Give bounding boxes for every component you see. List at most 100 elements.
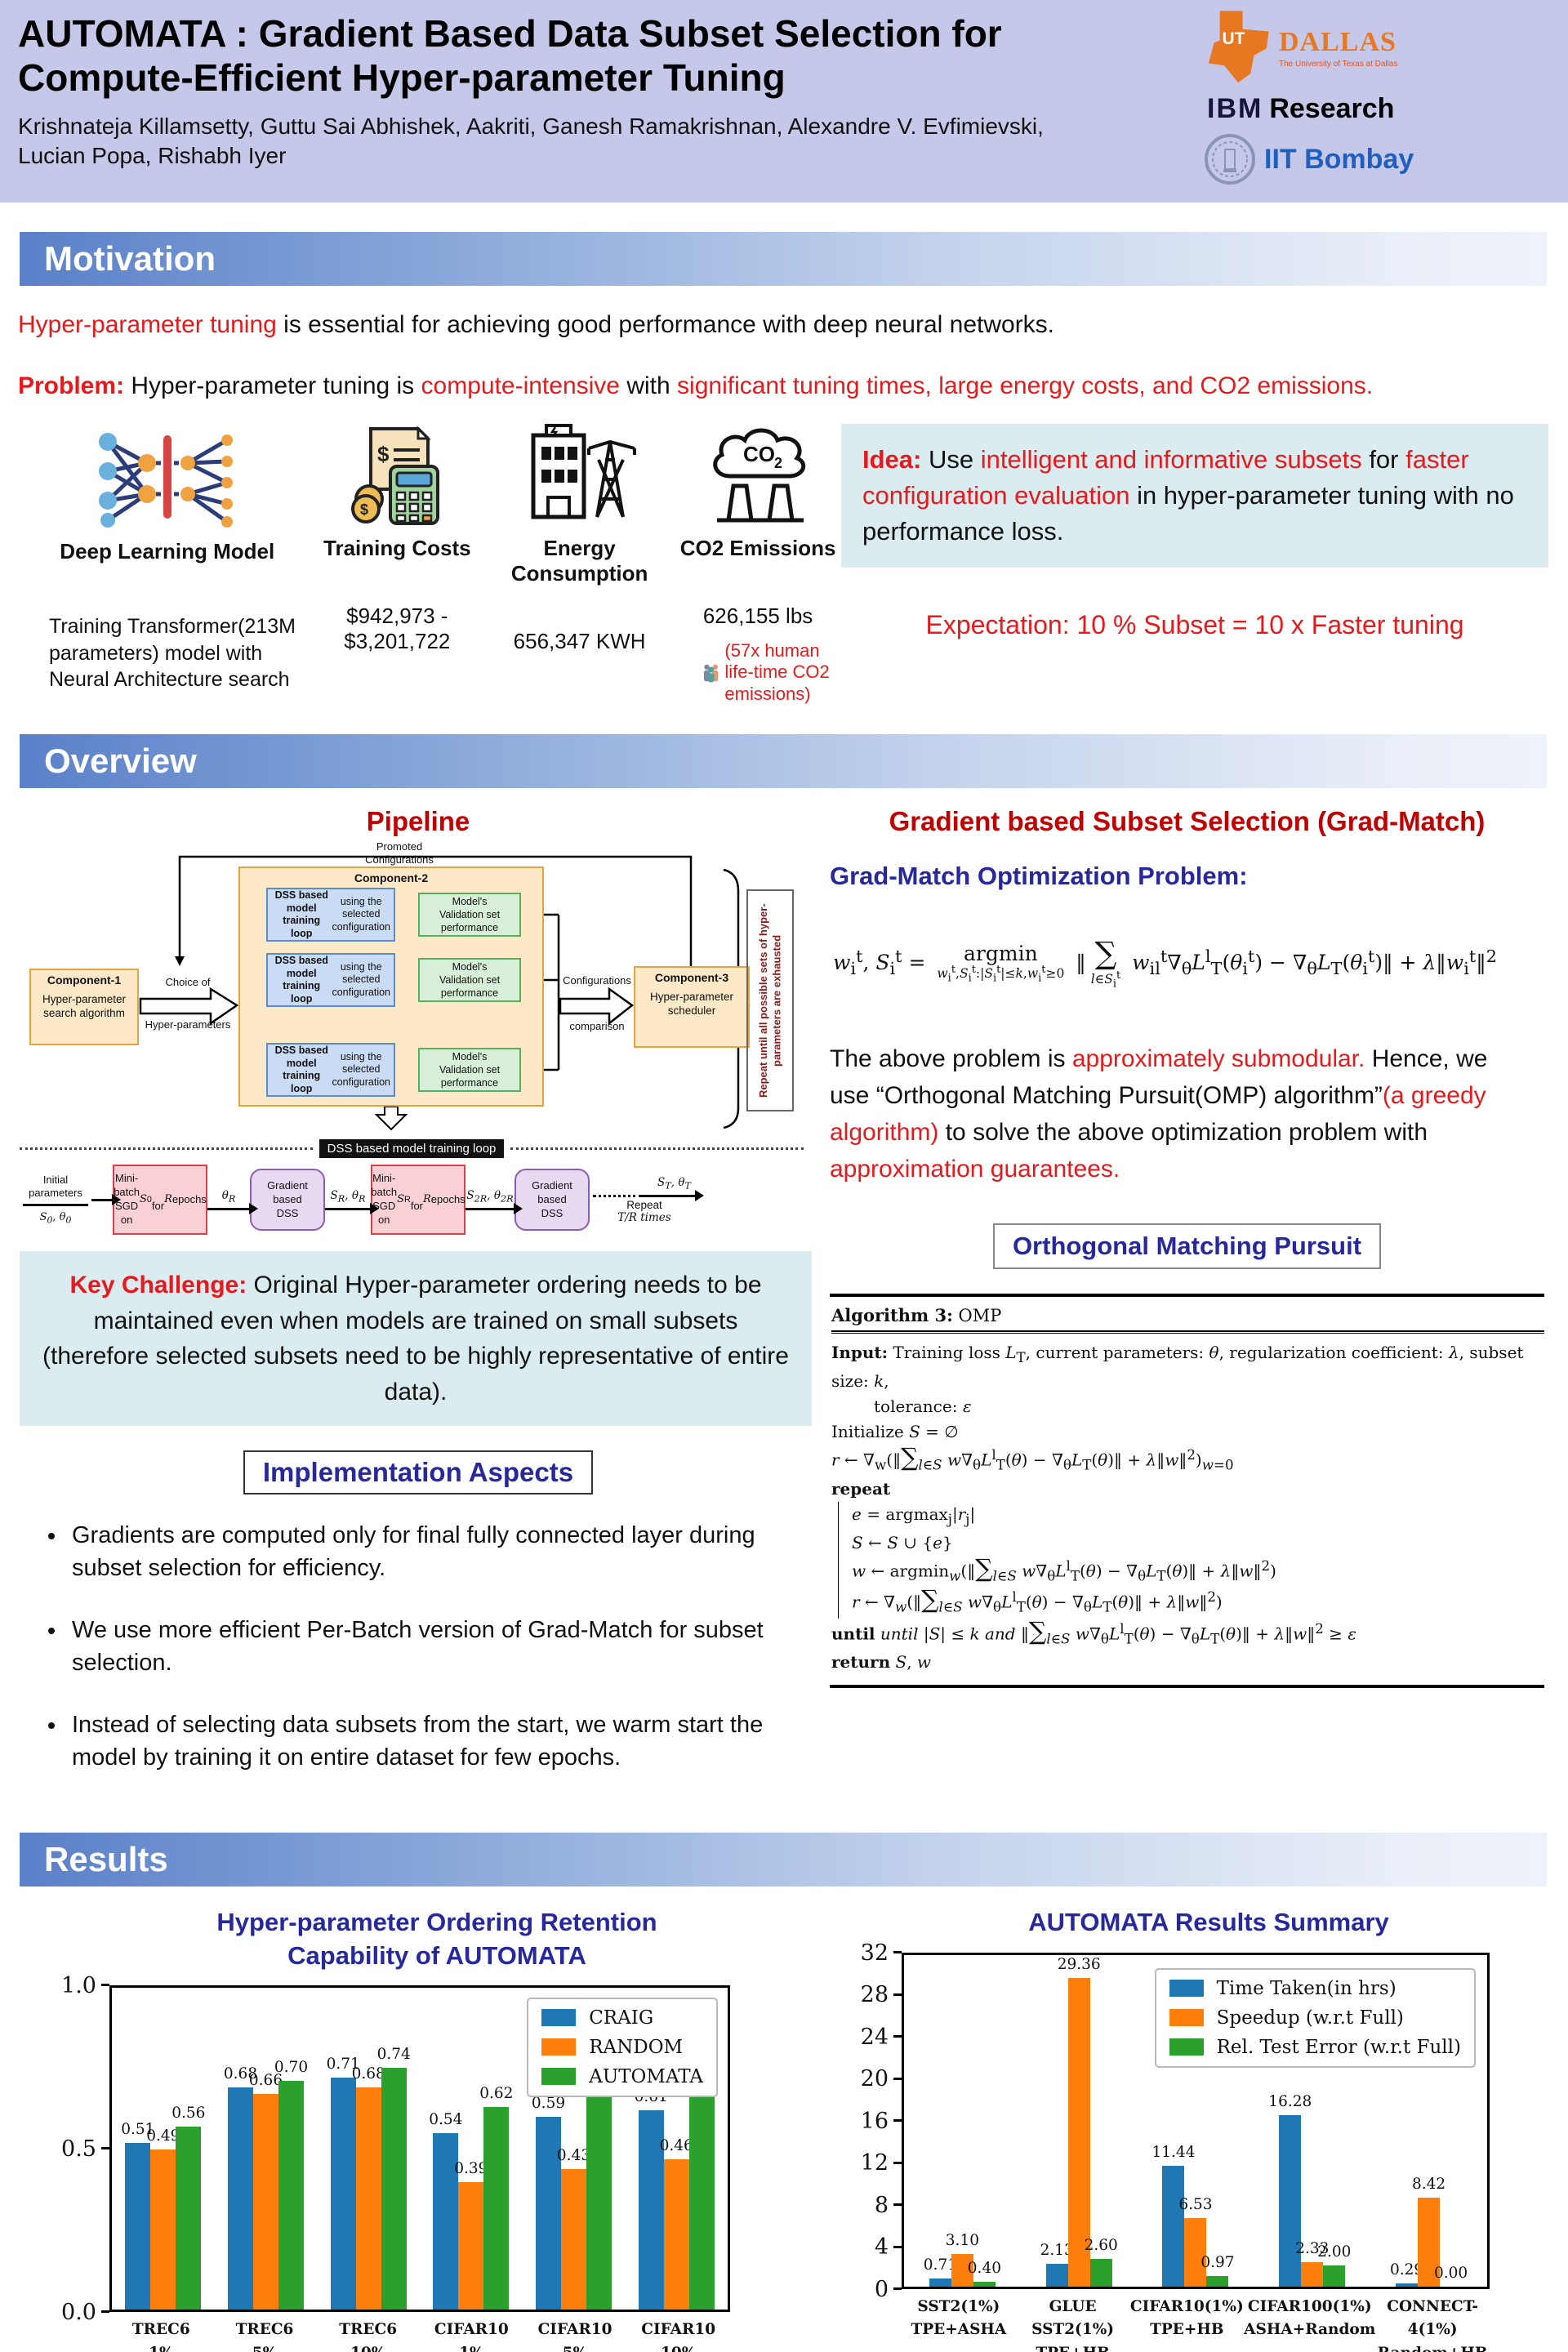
y-tick-label: 0 — [874, 2276, 889, 2302]
bar: 0.51 — [121, 2121, 154, 2310]
authors: Krishnateja Killamsetty, Guttu Sai Abhis… — [18, 112, 1568, 172]
bar: 2.00 — [1317, 2243, 1351, 2287]
bar: 16.28 — [1268, 2093, 1312, 2287]
svg-text:2: 2 — [774, 455, 782, 471]
bar-value-label: 29.36 — [1057, 1955, 1101, 1973]
text-segment: Idea: — [862, 445, 922, 474]
bar: 0.54 — [429, 2111, 462, 2310]
title-line-1: AUTOMATA : Gradient Based Data Subset Se… — [18, 12, 1002, 55]
bar: 0.70 — [274, 2059, 308, 2310]
results-banner: Results — [20, 1833, 1547, 1887]
y-tick-mark — [893, 1951, 902, 1954]
text-segment: Hyper-parameter tuning is — [124, 372, 421, 399]
bar: 2.60 — [1085, 2237, 1118, 2287]
x-category-label: TREC65% — [235, 2320, 294, 2352]
bar: 2.13 — [1040, 2242, 1074, 2287]
expectation-text: Expectation: 10 % Subset = 10 x Faster t… — [925, 610, 1464, 640]
y-tick-label: 32 — [860, 1940, 889, 1966]
repeat-arrow: ST, θT Repeat T/R times — [593, 1176, 704, 1224]
y-tick-mark — [893, 1993, 902, 1996]
text-segment: for — [1361, 445, 1406, 474]
bar: 0.97 — [1200, 2254, 1235, 2287]
legend-row: AUTOMATA — [541, 2066, 703, 2087]
legend-swatch-icon — [1169, 2009, 1204, 2027]
bar-value-label: 0.49 — [146, 2127, 180, 2145]
text-segment: significant tuning times, large energy c… — [677, 372, 1374, 399]
dss-training-box-1: DSS based model training loop using the … — [266, 888, 395, 942]
bar: 0.43 — [557, 2147, 590, 2310]
legend-swatch-icon — [541, 2068, 577, 2086]
optimization-problem-title: Grad-Match Optimization Problem: — [830, 862, 1248, 891]
x-category-label: CIFAR100(1%)ASHA+Random — [1244, 2297, 1376, 2339]
text-segment: (a greedy algorithm) — [830, 1082, 1486, 1147]
x-category-label: SST2(1%)TPE+ASHA — [911, 2297, 1007, 2339]
y-tick-mark — [893, 2161, 902, 2164]
algorithm-line: Initialize S = ∅ — [831, 1422, 959, 1442]
legend-swatch-icon — [1169, 2038, 1204, 2056]
bar: 0.74 — [377, 2046, 411, 2310]
gradmatch-title: Gradient based Subset Selection (Grad-Ma… — [889, 806, 1486, 837]
dss-training-box-2: DSS based model training loop using the … — [266, 953, 395, 1008]
bar-value-label: 0.54 — [429, 2110, 463, 2128]
bar-group: 0.590.430.68 — [523, 2065, 626, 2310]
bar-value-label: 0.00 — [1433, 2264, 1468, 2282]
bar: 0.68 — [224, 2065, 257, 2310]
text-segment: Hence, we use “Orthogonal Matching Pursu… — [830, 1045, 1488, 1110]
bar-value-label: 2.33 — [1295, 2239, 1330, 2257]
key-challenge-box: Key Challenge: Original Hyper-parameter … — [20, 1251, 812, 1427]
component-3-box: Component-3 Hyper-parameter scheduler — [634, 966, 750, 1049]
y-tick-label: 4 — [874, 2234, 889, 2261]
component-3-body: Hyper-parameter scheduler — [649, 991, 734, 1018]
omp-algorithm-lines: Input: Training loss LT, current paramet… — [831, 1340, 1544, 1675]
text-segment: Problem: — [18, 372, 125, 399]
bar: 0.71 — [924, 2256, 957, 2287]
repeat-note-box: Repeat until all possible sets of hyper-… — [746, 889, 794, 1112]
bullet-item: Instead of selecting data subsets from t… — [67, 1708, 812, 1774]
motivation-row: Deep Learning Model Training Transformer… — [0, 424, 1568, 705]
legend-label: AUTOMATA — [589, 2065, 703, 2087]
text-segment: intelligent and informative subsets — [980, 445, 1362, 474]
bar: 0.62 — [479, 2085, 513, 2310]
bar-value-label: 0.62 — [479, 2084, 514, 2102]
bar-value-label: 2.60 — [1084, 2237, 1118, 2255]
y-tick-label: 12 — [860, 2150, 889, 2176]
ibm-wordmark: IBM — [1207, 93, 1263, 124]
texas-shape-icon: UT — [1208, 11, 1269, 83]
bar: 0.66 — [249, 2072, 283, 2310]
text-segment: Hyper-parameter tuning — [18, 311, 277, 338]
cost-icons-area: Deep Learning Model Training Transformer… — [0, 424, 841, 705]
bar-value-label: 0.66 — [248, 2071, 283, 2089]
bar-value-label: 0.70 — [274, 2058, 309, 2076]
component-3-title: Component-3 — [654, 971, 729, 985]
iit-bombay-logo: IIT Bombay — [1204, 133, 1414, 185]
text-segment: Use — [921, 445, 981, 474]
iitb-emblem-icon — [1205, 134, 1255, 185]
legend-swatch-icon — [1169, 1980, 1204, 1998]
energy-consumption-label: Energy Consumption — [510, 536, 648, 586]
bar-value-label: 11.44 — [1152, 2144, 1196, 2162]
y-tick-mark — [893, 2077, 902, 2080]
legend-label: Speedup (w.r.t Full) — [1216, 2007, 1404, 2029]
deep-learning-label: Deep Learning Model — [60, 539, 275, 564]
energy-consumption-icon — [531, 424, 636, 519]
dotted-divider-right — [510, 1147, 804, 1151]
text-segment: to solve the above optimization problem … — [938, 1119, 1428, 1147]
co2-emissions-value: 626,155 lbs — [702, 604, 813, 628]
logo-column: UT DALLAS The University of Texas at Dal… — [1204, 10, 1547, 185]
text-segment: compute-intensive — [421, 372, 620, 399]
neural-network-icon — [98, 433, 233, 528]
svg-text:UT: UT — [1222, 29, 1245, 48]
x-category-label: TREC61% — [131, 2320, 190, 2352]
